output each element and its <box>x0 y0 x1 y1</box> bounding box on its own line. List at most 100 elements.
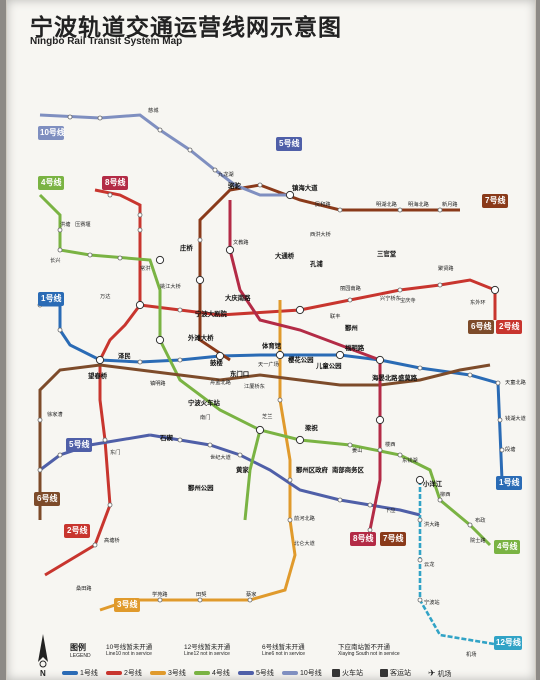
station-label: 桑田路 <box>76 584 92 592</box>
legend-line-3: 3号线 <box>150 668 186 678</box>
svg-text:5号线: 5号线 <box>279 138 299 148</box>
station-label: 骆驼 <box>228 181 241 190</box>
line-4-badge-top: 4号线 <box>38 176 64 190</box>
line-1-route <box>40 303 504 481</box>
line-4-badge-bottom: 4号线 <box>494 540 520 554</box>
line-6-route <box>38 363 491 520</box>
station-label: 石碶 <box>159 433 173 442</box>
station-label: 徐家漕 <box>47 410 63 418</box>
station-label: 联丰 <box>330 312 340 320</box>
station-label: 东外环 <box>470 298 486 306</box>
station-label: 北仑大道 <box>294 539 315 547</box>
legend-line-1: 1号线 <box>62 668 98 678</box>
station-label: 明湖北路 <box>376 200 398 208</box>
svg-text:5号线: 5号线 <box>69 439 89 449</box>
station-label: 江厦桥东 <box>244 382 265 390</box>
station-label: 姚江大桥 <box>160 282 182 290</box>
svg-text:4号线: 4号线 <box>497 541 517 551</box>
line-10-route <box>39 113 290 197</box>
line-1-badge-left: 1号线 <box>38 292 64 306</box>
line-7-route <box>198 183 460 362</box>
line-12-badge: 12号线 <box>494 636 522 650</box>
svg-text:2号线: 2号线 <box>499 321 519 331</box>
station-label: 院士路 <box>470 536 486 544</box>
line-1-badge-right: 1号线 <box>496 476 522 490</box>
station-label: 鼓楼 <box>210 358 223 367</box>
station-label: 东钱湖 <box>402 456 418 464</box>
station-label: 海晏北路 <box>372 373 398 382</box>
svg-text:3号线: 3号线 <box>117 599 137 609</box>
station-label: 常洪 <box>140 264 150 272</box>
svg-text:7号线: 7号线 <box>485 195 505 205</box>
station-label: 田契 <box>196 590 206 598</box>
station-label: 宝庆寺 <box>400 296 416 304</box>
station-label: 鄞州 <box>345 323 358 332</box>
station-label: 民和路 <box>315 200 331 208</box>
station-label: 大通桥 <box>275 251 295 260</box>
line-2-badge-left: 2号线 <box>64 524 90 538</box>
line-5-route-north <box>39 433 151 472</box>
legend-title-cn: 图例 <box>70 643 86 652</box>
station-label: 黄家 <box>236 465 249 474</box>
legend-train-station: 火车站 <box>332 668 363 678</box>
station-label: 西洪大桥 <box>310 230 332 238</box>
legend-line-4: 4号线 <box>194 668 230 678</box>
line-3-route <box>99 300 297 612</box>
station-label: 新月路 <box>442 200 458 208</box>
map-title: 宁波轨道交通运营线网示意图 <box>30 14 342 40</box>
station-label: 宁波大剧院 <box>195 309 228 318</box>
line-6-badge-left: 6号线 <box>34 492 60 506</box>
svg-text:4号线: 4号线 <box>41 177 61 187</box>
station-label: 兴宁桥东 <box>380 294 401 302</box>
station-label: 天童北路 <box>505 378 527 386</box>
svg-text:8号线: 8号线 <box>353 533 373 543</box>
line-5-route <box>149 433 421 517</box>
station-label: 镇海大道 <box>292 183 318 192</box>
line-12-route <box>418 480 501 647</box>
station-label: 东门口 <box>230 369 249 378</box>
svg-text:12号线: 12号线 <box>496 637 521 647</box>
legend-title: 图例 LEGEND <box>70 642 91 659</box>
station-label: 天一广场 <box>258 360 279 368</box>
station-label: 南部商务区 <box>332 465 365 474</box>
station-label: 鄞州区政府 <box>296 465 329 474</box>
station-label: 洪大路 <box>424 520 440 528</box>
station-label: 慈城 <box>148 106 159 114</box>
line-7-badge-top: 7号线 <box>482 194 508 208</box>
legend-title-en: LEGEND <box>70 653 91 659</box>
station-label: 南门 <box>200 413 210 421</box>
transfer-stations <box>95 190 500 485</box>
legend-bus-station: 客运站 <box>380 668 411 678</box>
line-4-route-south <box>243 429 262 521</box>
station-label: 楼西 <box>385 440 395 448</box>
station-label: 洪塘 <box>60 220 70 228</box>
svg-text:10号线: 10号线 <box>40 127 65 137</box>
legend-line-10: 10号线 <box>282 668 322 678</box>
station-label: 长兴 <box>50 256 60 264</box>
station-label: 段塘 <box>505 445 515 453</box>
station-label: 三官堂 <box>377 249 397 258</box>
station-label: 宁波火车站 <box>188 398 221 407</box>
line-badges: 10号线 5号线 4号线 8号线 7号线 1号线 6号线 2号线 <box>34 126 522 650</box>
station-label: 东门 <box>110 448 120 456</box>
svg-text:1号线: 1号线 <box>41 293 61 303</box>
line-4-route <box>38 193 492 547</box>
legend-airport: ✈机场 <box>428 668 452 678</box>
airplane-icon: ✈ <box>428 668 436 678</box>
station-label: 镇明路 <box>150 379 166 387</box>
svg-text:7号线: 7号线 <box>383 533 403 543</box>
station-label: 万达 <box>100 292 110 300</box>
station-label: 泽民 <box>118 352 131 360</box>
station-label: 庄桥 <box>180 243 193 252</box>
svg-text:6号线: 6号线 <box>471 321 491 331</box>
station-label: 梁祝 <box>304 423 318 432</box>
station-label: 压赛堰 <box>75 220 91 228</box>
station-label: 机场 <box>466 650 476 658</box>
station-label: 望春桥 <box>88 371 108 380</box>
train-icon <box>332 669 340 677</box>
minor-station-labels: 慈城 九龙湖 长兴 万达 民和路 明海北路 明湖北路 新月路 常洪 姚江大桥 文… <box>47 106 527 658</box>
svg-text:6号线: 6号线 <box>37 493 57 503</box>
station-label: 体育馆 <box>262 341 282 350</box>
